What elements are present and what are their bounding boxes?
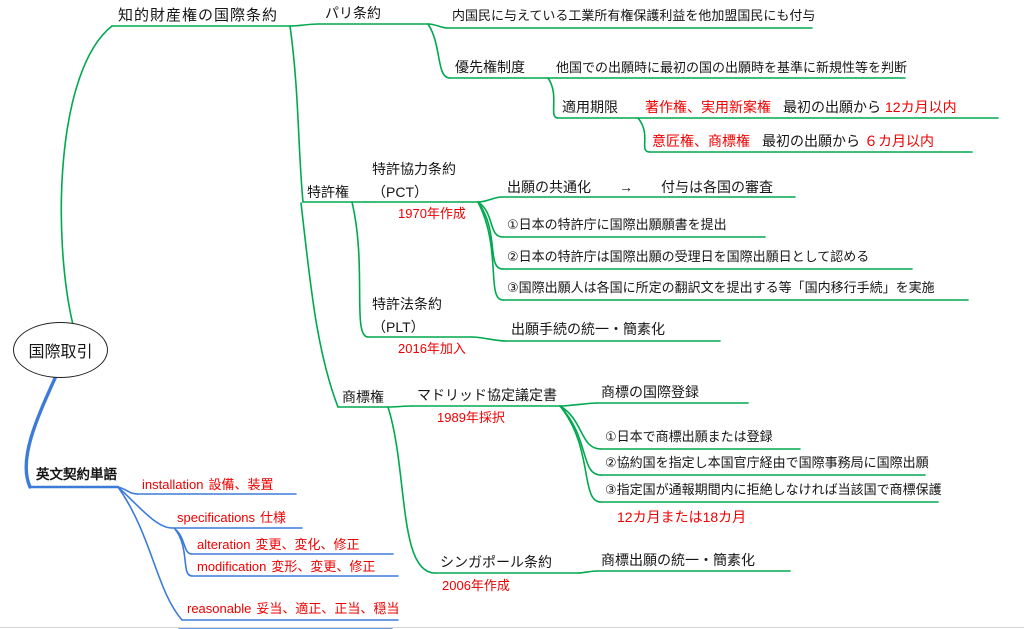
vocab-word-alteration: alteration 変更、変化、修正: [197, 537, 360, 553]
period-row2-limit: ６カ月以内: [864, 133, 934, 149]
edge-trunk-to-patent: [289, 25, 304, 203]
edge-root-to-vocab: [24, 374, 58, 489]
word2-en: specifications: [177, 510, 256, 525]
plt-name-line2: （PLT）: [372, 319, 425, 335]
node-madrid-period: 12カ月または18カ月: [617, 509, 747, 525]
vocab-word-installation: installation 設備、装置: [142, 477, 273, 493]
root-label: 国際取引: [28, 344, 93, 361]
edge-trademark-to-madrid: [387, 405, 413, 408]
node-trademark-right: 商標権: [342, 389, 384, 405]
node-vocab-title: 英文契約単語: [36, 467, 117, 482]
node-ip-treaties-title: 知的財産権の国際条約: [118, 7, 279, 24]
node-priority-desc: 他国での出願時に最初の国の出願時を基準に新規性等を判断: [556, 60, 908, 75]
pct-name-line2: （PCT）: [372, 184, 428, 200]
word2-ja: 仕様: [260, 510, 287, 525]
edge-paris-to-priority: [427, 23, 451, 79]
edge-priority-to-period: [547, 77, 559, 119]
root-node: 国際取引: [13, 322, 108, 378]
word3-ja: 変更、変化、修正: [255, 537, 360, 552]
edge-madrid-to-step2: [559, 405, 602, 476]
edge-pct-to-step3: [477, 201, 504, 301]
node-paris-desc: 内国民に与えている工業所有権保護利益を他加盟国民にも付与: [452, 8, 816, 23]
node-patent-right: 特許権: [307, 184, 349, 200]
node-pct-step3: ③国際出願人は各国に所定の翻訳文を提出する等「国内移行手続」を実施: [507, 280, 935, 295]
node-paris-convention: パリ条約: [325, 5, 381, 21]
edge-vocab-to-word5: [117, 486, 183, 621]
node-madrid-year: 1989年採択: [437, 410, 505, 425]
edge-pct-to-common: [477, 196, 503, 203]
edge-plt-to-desc: [471, 336, 507, 342]
edge-patent-to-plt: [351, 201, 369, 338]
node-pct-step2: ②日本の特許庁は国際出願の受理日を国際出願日として認める: [507, 249, 870, 264]
node-pct-treaty: 特許協力条約 （PCT）: [372, 158, 456, 204]
edge-trunk-to-trademark: [300, 202, 339, 408]
page-bottom-border: [0, 627, 1024, 628]
word4-ja: 変形、変更、修正: [271, 559, 376, 574]
period-row2-mid: 最初の出願から: [762, 133, 860, 149]
word5-ja: 妥当、適正、正当、穏当: [256, 601, 400, 616]
edge-vocab-to-word2: [117, 486, 173, 529]
vocab-word-modification: modification 変形、変更、修正: [197, 559, 375, 575]
edge-singapore-to-desc: [577, 570, 598, 574]
edge-pct-to-step2: [477, 201, 504, 270]
node-plt-year: 2016年加入: [398, 341, 466, 356]
edge-madrid-to-step1: [559, 405, 602, 450]
edge-ip-to-paris: [289, 23, 319, 27]
edge-root-to-ip: [60, 25, 113, 326]
period-row1-rights: 著作権、実用新案権: [645, 99, 771, 115]
edge-word2-to-word4: [174, 528, 193, 577]
period-row1-limit: 12カ月以内: [885, 99, 957, 115]
pct-name-line1: 特許協力条約: [372, 161, 456, 177]
plt-name-line1: 特許法条約: [372, 296, 442, 312]
node-madrid-step2: ②協約国を指定し本国官庁経由で国際事務局に国際出願: [605, 455, 929, 470]
node-application-period: 適用期限: [562, 99, 618, 115]
node-singapore-treaty: シンガポール条約: [440, 554, 552, 570]
node-singapore-year: 2006年作成: [442, 578, 510, 593]
node-madrid-protocol: マドリッド協定議定書: [417, 387, 557, 403]
node-singapore-desc: 商標出願の統一・簡素化: [601, 552, 755, 568]
word1-en: installation: [142, 477, 204, 492]
edge-trademark-to-singapore: [387, 406, 436, 574]
word1-ja: 設備、装置: [208, 477, 274, 492]
node-madrid-registration: 商標の国際登録: [601, 384, 699, 400]
edge-paris-to-desc: [427, 23, 449, 29]
node-plt-treaty: 特許法条約 （PLT）: [372, 293, 442, 339]
edge-madrid-to-step3: [559, 405, 602, 503]
period-row1-mid: 最初の出願から: [783, 99, 881, 115]
word3-en: alteration: [197, 537, 251, 552]
node-pct-year: 1970年作成: [398, 206, 466, 221]
node-madrid-step3: ③指定国が通報期間内に拒絶しなければ当該国で商標保護: [605, 482, 942, 497]
vocab-word-reasonable: reasonable 妥当、適正、正当、穏当: [187, 601, 399, 617]
edge-vocab-to-word1: [117, 486, 138, 495]
vocab-word-specifications: specifications 仕様: [177, 510, 286, 526]
node-priority-system: 優先権制度: [455, 59, 525, 75]
edge-period-to-row2: [637, 117, 651, 153]
word4-en: modification: [197, 559, 267, 574]
node-plt-desc: 出願手続の統一・簡素化: [511, 321, 665, 337]
edge-pct-to-step1: [477, 201, 504, 238]
edge-madrid-to-reg: [559, 402, 598, 407]
node-madrid-step1: ①日本で商標出願または登録: [605, 429, 773, 444]
period-row2-rights: 意匠権、商標権: [652, 133, 750, 149]
word5-en: reasonable: [187, 601, 252, 616]
node-pct-common: 出願の共通化 → 付与は各国の審査: [507, 179, 773, 195]
node-pct-step1: ①日本の特許庁に国際出願願書を提出: [507, 217, 727, 232]
